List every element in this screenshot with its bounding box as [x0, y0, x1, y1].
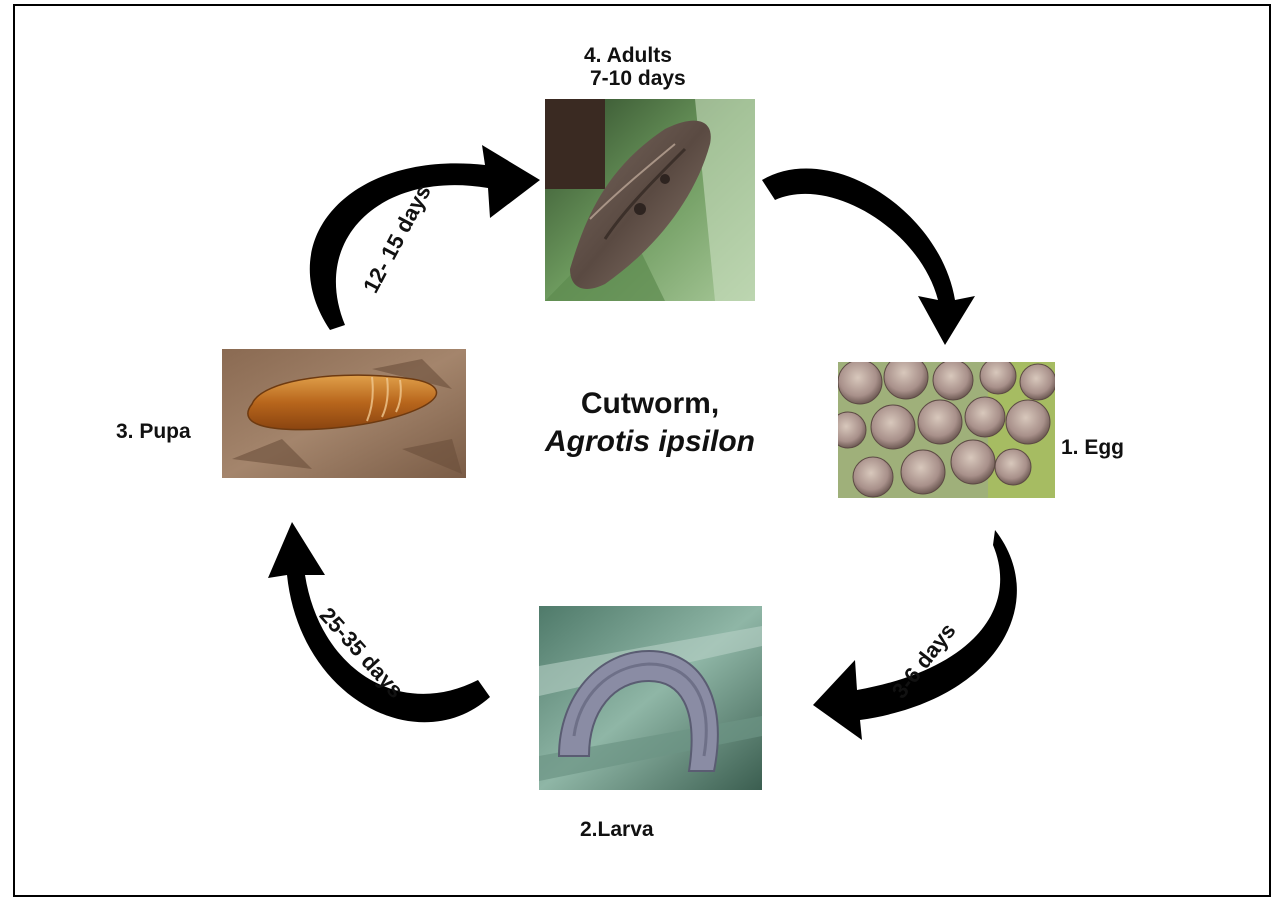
- larva-stage-label: 2.Larva: [580, 818, 654, 842]
- adult-duration-label: 7-10 days: [590, 67, 686, 91]
- arrow-egg-to-larva: [813, 530, 1017, 740]
- arrow-adult-to-egg: [762, 168, 975, 345]
- adult-stage-label: 4. Adults: [584, 44, 672, 68]
- pupa-stage-label: 3. Pupa: [116, 420, 191, 444]
- diagram-title: Cutworm, Agrotis ipsilon: [490, 385, 810, 461]
- arrow-pupa-to-adult: [310, 145, 540, 330]
- title-species-name: Agrotis ipsilon: [490, 423, 810, 461]
- title-common-name: Cutworm,: [490, 385, 810, 423]
- egg-stage-label: 1. Egg: [1061, 436, 1124, 460]
